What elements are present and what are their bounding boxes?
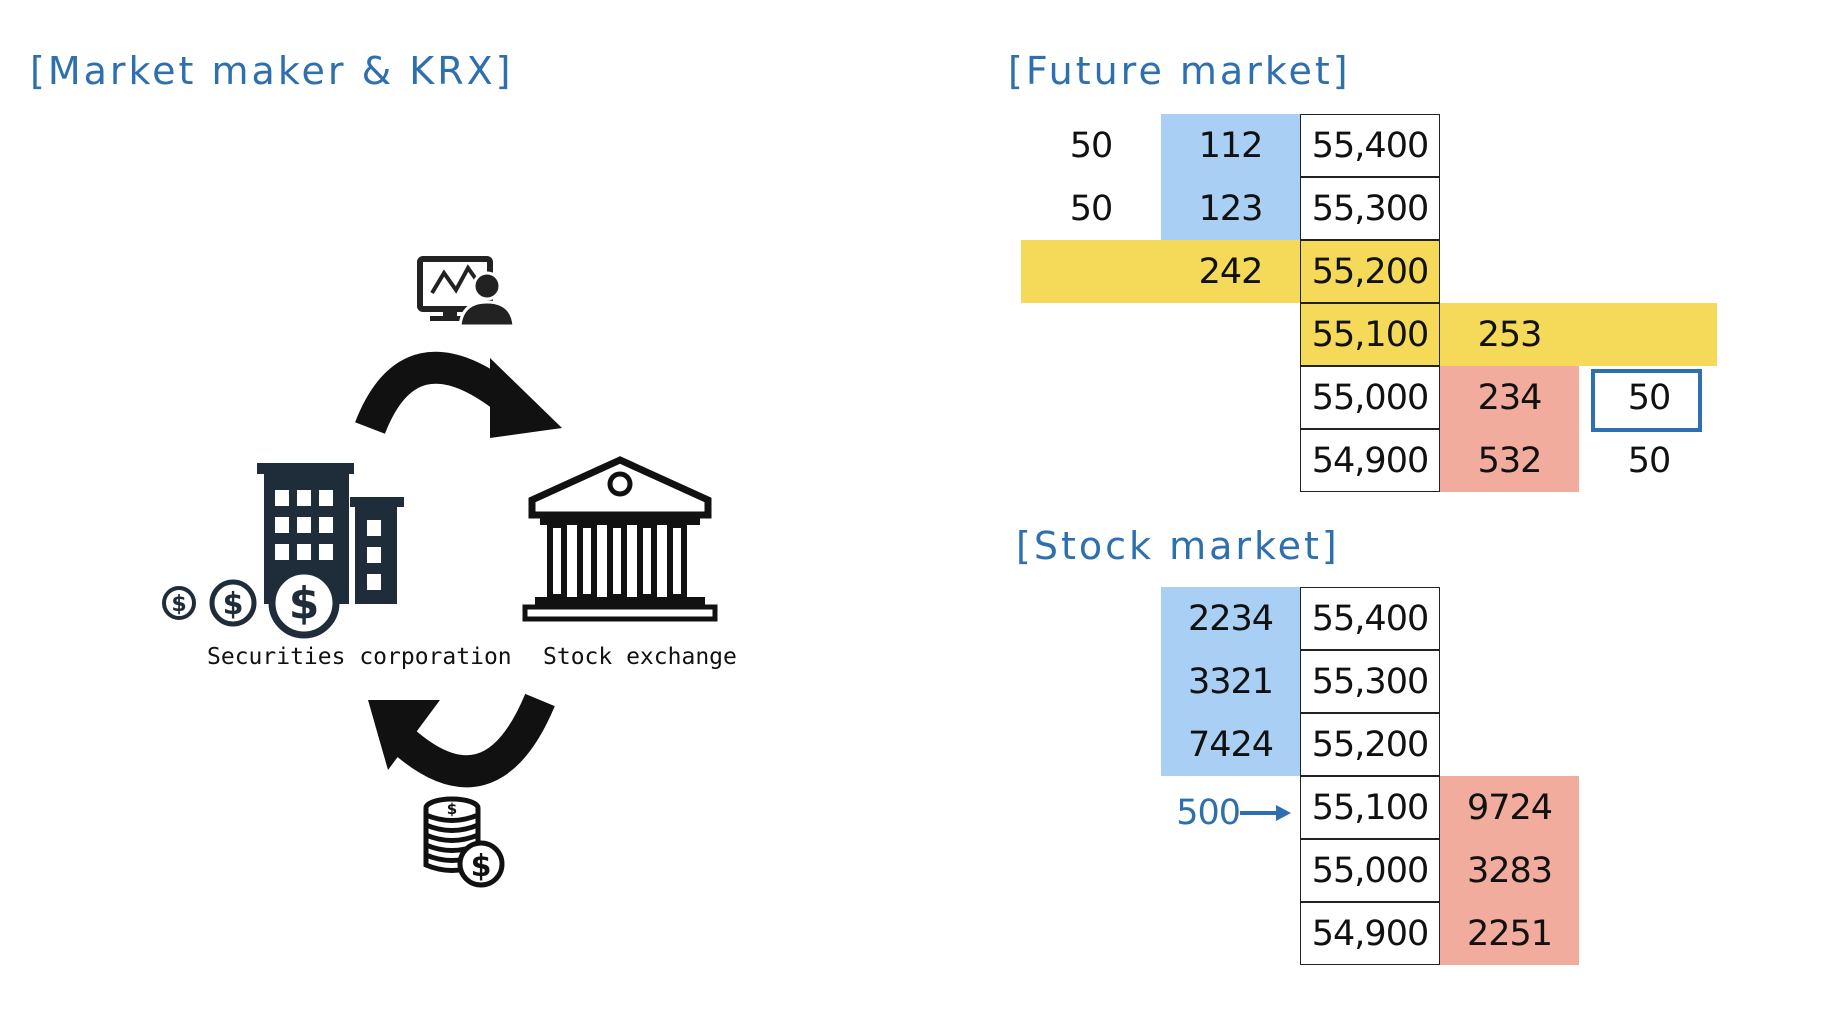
future-bid-qty: 242 [1161,240,1300,303]
arrow-top-icon [355,351,562,438]
future-price: 55,100 [1300,303,1440,366]
svg-text:$: $ [447,800,457,818]
future-bid-qty: 123 [1161,177,1300,240]
future-ask-qty: 532 [1440,429,1579,492]
stock-price: 54,900 [1300,902,1440,965]
securities-corporation-label: Securities corporation [207,644,512,670]
arrow-bottom-icon [368,693,555,788]
stock-bid-qty: 2234 [1161,587,1300,650]
stock-bid-qty: 7424 [1161,713,1300,776]
future-price: 55,400 [1300,114,1440,177]
future-market-title: [Future market] [1008,49,1351,93]
stock-ask-qty: 2251 [1440,902,1579,965]
stock-ask-qty: 3283 [1440,839,1579,902]
future-bid-qty: 112 [1161,114,1300,177]
future-price: 54,900 [1300,429,1440,492]
stock-order-qty-label: 500 [1176,792,1241,833]
bank-building-icon [522,456,718,622]
future-order-box [1591,369,1702,432]
trader-monitor-icon [417,256,516,328]
market-maker-title: [Market maker & KRX] [30,49,514,93]
future-ask-qty: 253 [1440,303,1579,366]
stock-ask-qty: 9724 [1440,776,1579,839]
stock-price: 55,100 [1300,776,1440,839]
stock-exchange-label: Stock exchange [543,644,737,670]
stock-price: 55,200 [1300,713,1440,776]
future-left-qty: 50 [1069,125,1114,166]
future-right-qty: 50 [1627,377,1672,418]
stock-price: 55,300 [1300,650,1440,713]
svg-text:$: $ [171,592,186,617]
stock-price: 55,000 [1300,839,1440,902]
future-price: 55,200 [1300,240,1440,303]
svg-text:$: $ [223,587,244,622]
future-right-qty: 50 [1627,440,1672,481]
svg-text:$: $ [471,849,492,884]
stock-market-title: [Stock market] [1016,524,1340,568]
stock-bid-qty: 3321 [1161,650,1300,713]
market-cycle-diagram: $ $ $ [162,256,718,888]
stock-price: 55,400 [1300,587,1440,650]
future-left-qty: 50 [1069,188,1114,229]
future-price: 55,300 [1300,177,1440,240]
svg-text:$: $ [289,578,320,629]
arrow-right-icon [1240,805,1291,821]
coins-dollar-icon: $ $ [423,796,505,888]
future-ask-qty: 234 [1440,366,1579,429]
future-price: 55,000 [1300,366,1440,429]
building-dollar-icon: $ $ $ [162,463,404,639]
